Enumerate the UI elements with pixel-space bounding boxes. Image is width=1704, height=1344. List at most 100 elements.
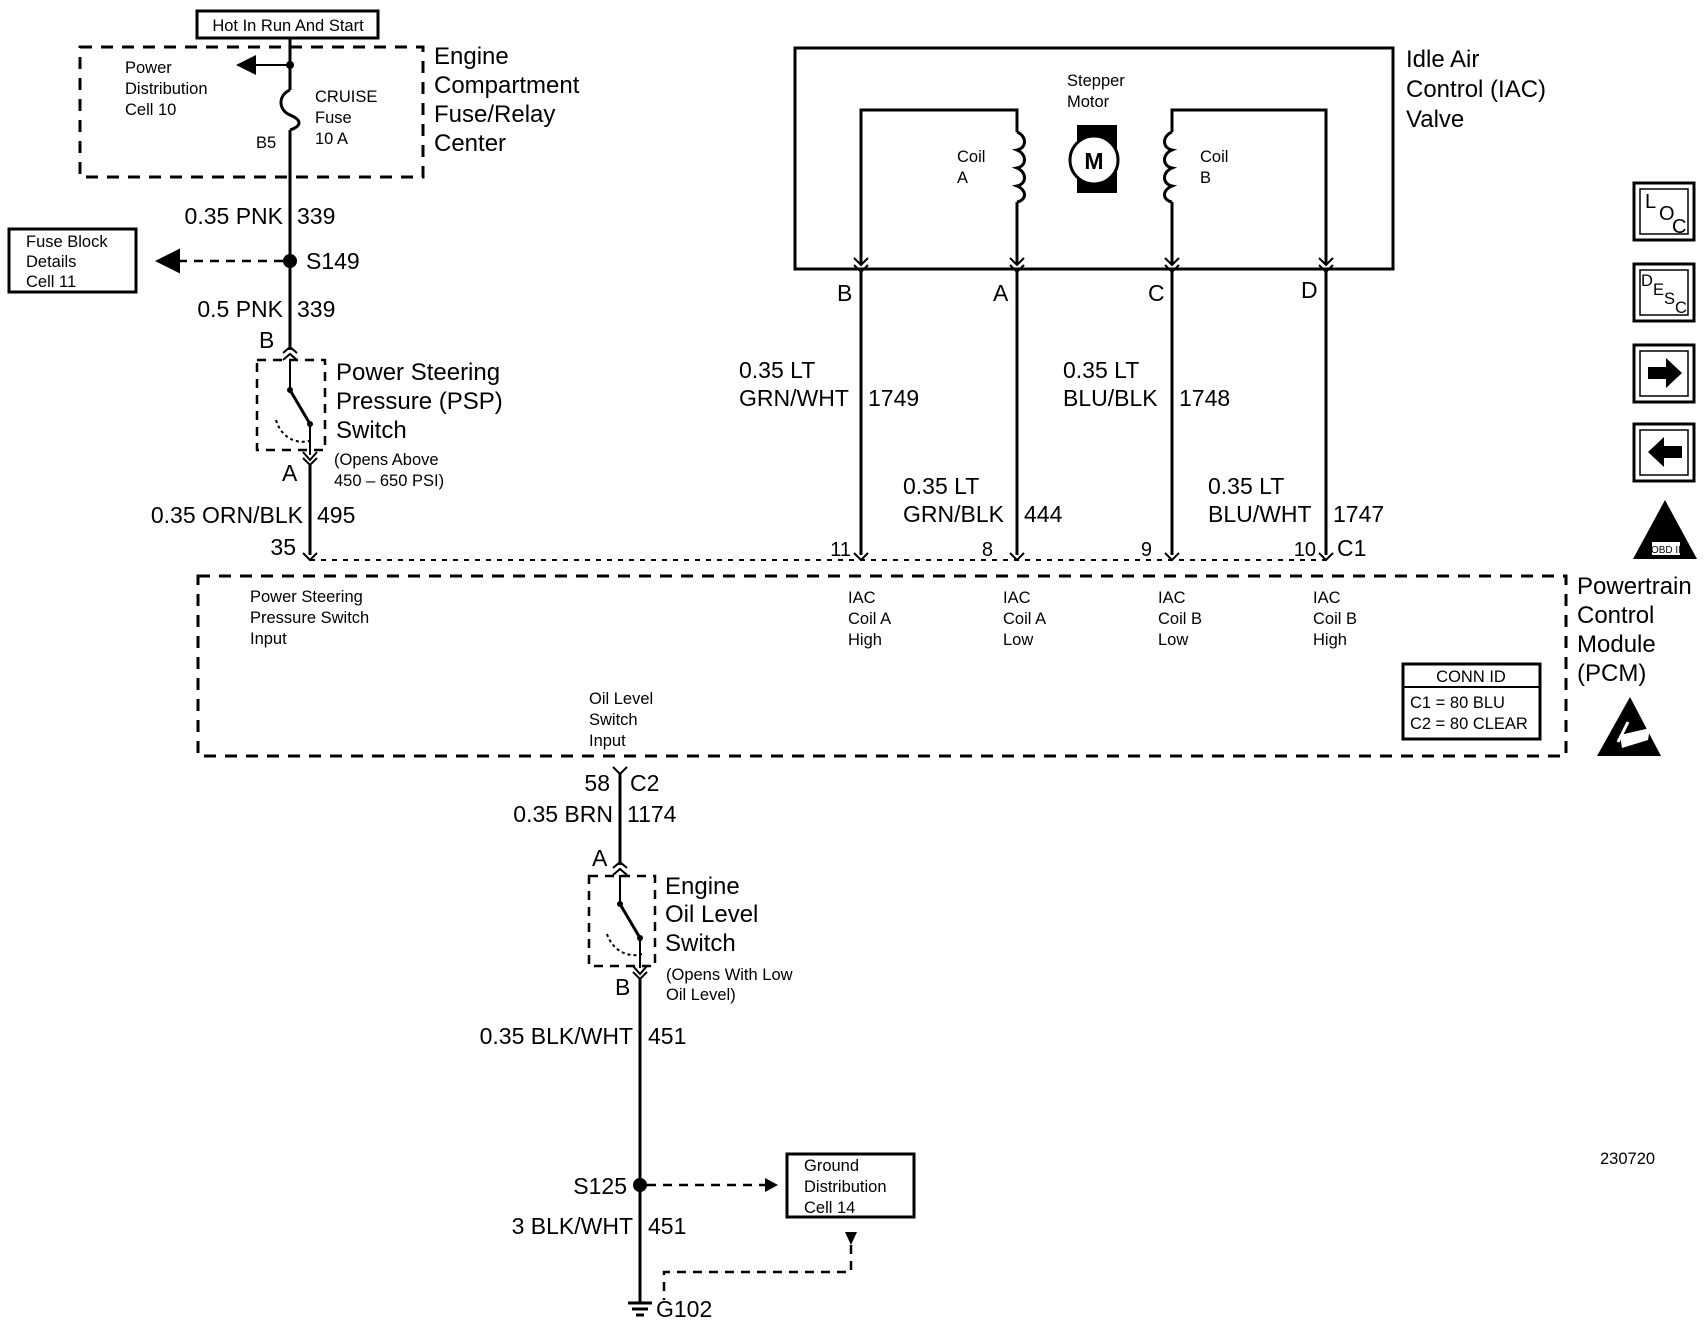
pcm-oil-input-1: Oil Level [589, 690, 653, 708]
loc-icon-o: O [1659, 203, 1675, 225]
desc-icon-c: C [1675, 299, 1687, 317]
fuse-label-3: 10 A [315, 130, 348, 148]
coil-b-icon [1163, 130, 1178, 204]
ground-dist-label-2: Distribution [804, 1178, 887, 1196]
fuse-top-node [286, 61, 294, 69]
splice-s149-label: S149 [306, 248, 360, 274]
wire-444-gauge-1: 0.35 LT [903, 473, 979, 499]
stepper-label-2: Motor [1067, 93, 1110, 111]
pcm-iac-a-high-1: IAC [848, 589, 876, 607]
wire-1748-gauge-1: 0.35 LT [1063, 357, 1139, 383]
ground-icon [628, 1301, 652, 1317]
fuse-label-1: CRUISE [315, 88, 377, 106]
pcm-c1-connectors [853, 552, 1334, 562]
pcm-psp-input-3: Input [250, 630, 287, 648]
wire-451-circuit: 451 [648, 1023, 686, 1049]
iac-pin-b: B [837, 280, 852, 306]
fuse-relay-center: Engine Compartment Fuse/Relay Center Pow… [78, 43, 580, 179]
psp-pin-a: A [282, 460, 298, 486]
desc-icon-e: E [1653, 281, 1664, 299]
ground-dist-return-line [662, 1245, 853, 1300]
iac-pin-a: A [993, 280, 1009, 306]
psp-title-3: Switch [336, 417, 407, 444]
pcm-box [196, 574, 1568, 758]
stepper-label-1: Stepper [1067, 72, 1125, 90]
loc-icon-c: C [1672, 216, 1686, 238]
fuse-icon [279, 88, 301, 132]
power-dist-label-1: Power [125, 59, 172, 77]
pcm-iac-a-low-2: Coil A [1003, 610, 1046, 628]
fuse-center-title-4: Center [434, 130, 506, 157]
wire-1749-gauge-1: 0.35 LT [739, 357, 815, 383]
coil-b-label-2: B [1200, 169, 1211, 187]
power-dist-label-3: Cell 10 [125, 101, 176, 119]
pcm-iac-a-low-3: Low [1003, 631, 1033, 649]
oil-level-switch [587, 860, 657, 976]
pcm-oil-input-2: Switch [589, 711, 638, 729]
ground-dist-down-arrow [845, 1232, 857, 1245]
iac-pin-c: C [1148, 280, 1165, 306]
iac-title-1: Idle Air [1406, 46, 1479, 73]
esd-warning-icon [1597, 697, 1661, 756]
pcm-psp-input-1: Power Steering [250, 588, 363, 606]
obd-ii-icon[interactable]: OBD II [1633, 500, 1697, 559]
pcm-pin-11: 11 [830, 539, 851, 561]
wire-495-circuit: 495 [317, 502, 355, 528]
desc-icon-d: D [1641, 272, 1653, 290]
wire-339b-circuit: 339 [297, 296, 335, 322]
loc-icon[interactable]: L O C [1632, 181, 1696, 242]
ground-g102-label: G102 [656, 1296, 712, 1322]
ground-dist-label-1: Ground [804, 1157, 859, 1175]
oil-switch-note-1: (Opens With Low [666, 966, 793, 984]
wire-451-gauge: 0.35 BLK/WHT [480, 1023, 633, 1049]
oil-pin-a: A [592, 845, 608, 871]
iac-valve-box [793, 46, 1395, 271]
pcm-iac-b-high-2: Coil B [1313, 610, 1357, 628]
conn-c2-label: C2 [630, 770, 659, 796]
pcm-title-1: Powertrain [1577, 573, 1692, 600]
splice-s149 [283, 254, 297, 268]
coil-a-icon [1011, 130, 1026, 204]
wire-1174-gauge: 0.35 BRN [513, 801, 613, 827]
fuse-terminal-label: B5 [256, 134, 276, 152]
pcm-title-2: Control [1577, 602, 1654, 629]
wire-451b-circuit: 451 [648, 1213, 686, 1239]
wire-1747-circuit: 1747 [1333, 501, 1384, 527]
oil-switch-title-1: Engine [665, 873, 740, 900]
desc-icon-s: S [1664, 290, 1675, 308]
pcm-pin-35: 35 [270, 534, 296, 560]
ground-dist-ref-arrow [765, 1178, 778, 1192]
forward-arrow-icon[interactable] [1632, 343, 1696, 404]
pcm-iac-b-low-3: Low [1158, 631, 1188, 649]
coil-b-wire [1170, 108, 1328, 265]
pcm-psp-input-2: Pressure Switch [250, 609, 369, 627]
wire-339-gauge: 0.35 PNK [185, 203, 284, 229]
pcm-title-3: Module [1577, 631, 1656, 658]
obd-ii-label: OBD II [1651, 545, 1681, 556]
pcm-iac-b-low-2: Coil B [1158, 610, 1202, 628]
psp-title-1: Power Steering [336, 359, 500, 386]
pcm-pin-58: 58 [584, 770, 610, 796]
fuse-block-ref-box: Fuse Block Details Cell 11 [7, 227, 138, 294]
pcm-pin-58-connector [612, 766, 628, 776]
coil-a-wire [859, 108, 1019, 265]
wire-1748-circuit: 1748 [1179, 385, 1230, 411]
fuse-block-label-1: Fuse Block [26, 233, 108, 251]
conn-id-c2: C2 = 80 CLEAR [1410, 715, 1528, 733]
fuse-label-2: Fuse [315, 109, 352, 127]
fuse-center-title-1: Engine [434, 43, 509, 70]
splice-s125-label: S125 [573, 1173, 627, 1199]
conn-c1-label: C1 [1337, 535, 1366, 561]
loc-icon-l: L [1645, 191, 1656, 213]
psp-pin-b: B [259, 327, 274, 353]
wire-444-circuit: 444 [1024, 501, 1063, 527]
splice-s125 [633, 1178, 647, 1192]
coil-a-label-1: Coil [957, 148, 985, 166]
wire-339-circuit: 339 [297, 203, 335, 229]
wire-1748-gauge-2: BLU/BLK [1063, 385, 1158, 411]
desc-icon[interactable]: D E S C [1632, 262, 1696, 323]
wire-339b-gauge: 0.5 PNK [197, 296, 283, 322]
back-arrow-icon[interactable] [1632, 422, 1696, 483]
pcm-iac-a-high-3: High [848, 631, 882, 649]
